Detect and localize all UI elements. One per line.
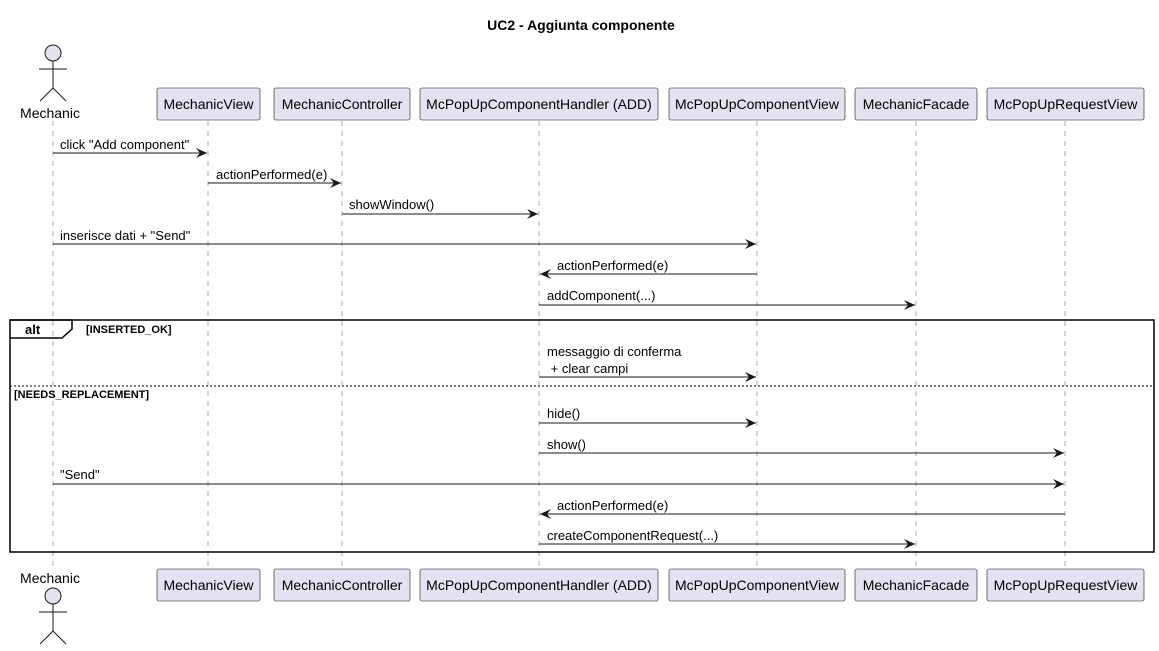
message-label: actionPerformed(e) <box>557 258 668 273</box>
message-label: createComponentRequest(...) <box>547 528 718 543</box>
message: actionPerformed(e) <box>540 258 757 279</box>
participant-label: MechanicView <box>163 96 254 112</box>
diagram-title: UC2 - Aggiunta componente <box>487 17 675 33</box>
participant-label: MechanicController <box>282 577 403 593</box>
participant-requestview: McPopUpRequestView <box>986 87 1145 121</box>
alt-guard-needs-replacement: [NEEDS_REPLACEMENT] <box>14 389 149 401</box>
participant-label: McPopUpComponentView <box>675 577 840 593</box>
message-label: show() <box>547 437 586 452</box>
message: actionPerformed(e) <box>208 167 341 188</box>
actor-stick-figure-icon <box>39 44 67 102</box>
message: createComponentRequest(...) <box>539 528 915 549</box>
message-label: showWindow() <box>349 197 434 212</box>
participant-label: McPopUpComponentHandler (ADD) <box>426 96 652 112</box>
participant-label: McPopUpRequestView <box>994 96 1139 112</box>
message-label: messaggio di conferma <box>547 344 682 359</box>
actor-name: Mechanic <box>20 105 80 121</box>
message-label: actionPerformed(e) <box>557 498 668 513</box>
message-label: actionPerformed(e) <box>216 167 327 182</box>
message-label: + clear campi <box>547 361 628 376</box>
actor-mechanic-bottom: Mechanic <box>20 570 80 645</box>
participant-label: McPopUpRequestView <box>994 577 1139 593</box>
alt-frame <box>9 319 1155 553</box>
message-label: click "Add component" <box>60 137 190 152</box>
participant-mechanicview: MechanicView <box>156 568 261 602</box>
participant-label: MechanicFacade <box>863 577 970 593</box>
message-label: "Send" <box>60 467 100 482</box>
alt-fragment: alt [INSERTED_OK] [NEEDS_REPLACEMENT] <box>9 319 1155 553</box>
message-label: inserisce dati + "Send" <box>60 228 191 243</box>
participants-bottom: MechanicView MechanicController McPopUpC… <box>156 568 1145 602</box>
message: click "Add component" <box>53 137 207 158</box>
participant-label: MechanicController <box>282 96 403 112</box>
message: show() <box>539 437 1064 458</box>
message: "Send" <box>53 467 1064 489</box>
message: inserisce dati + "Send" <box>53 228 756 249</box>
actor-name: Mechanic <box>20 570 80 586</box>
message: addComponent(...) <box>539 288 915 310</box>
participant-handler: McPopUpComponentHandler (ADD) <box>419 87 659 121</box>
participant-componentview: McPopUpComponentView <box>668 87 846 121</box>
actor-stick-figure-icon <box>39 587 67 645</box>
alt-tab <box>10 319 73 339</box>
participant-componentview: McPopUpComponentView <box>668 568 846 602</box>
participant-mechaniccontroller: MechanicController <box>273 87 411 121</box>
participant-label: McPopUpComponentHandler (ADD) <box>426 577 652 593</box>
participant-label: MechanicFacade <box>863 96 970 112</box>
message-label: hide() <box>547 406 580 421</box>
participant-facade: MechanicFacade <box>854 87 978 121</box>
message: showWindow() <box>342 197 538 219</box>
message-label: addComponent(...) <box>547 288 655 303</box>
participant-handler: McPopUpComponentHandler (ADD) <box>419 568 659 602</box>
participant-mechaniccontroller: MechanicController <box>273 568 411 602</box>
actor-mechanic-top: Mechanic <box>20 44 80 121</box>
participant-label: MechanicView <box>163 577 254 593</box>
participant-facade: MechanicFacade <box>854 568 978 602</box>
messages: click "Add component" actionPerformed(e)… <box>53 137 1065 549</box>
message: messaggio di conferma + clear campi <box>539 344 756 382</box>
alt-guard-inserted-ok: [INSERTED_OK] <box>86 324 172 336</box>
participants-top: MechanicView MechanicController McPopUpC… <box>156 87 1145 121</box>
message: hide() <box>539 406 756 428</box>
alt-keyword: alt <box>25 322 41 337</box>
lifelines <box>52 121 1066 568</box>
participant-label: McPopUpComponentView <box>675 96 840 112</box>
message: actionPerformed(e) <box>540 498 1065 519</box>
participant-requestview: McPopUpRequestView <box>986 568 1145 602</box>
participant-mechanicview: MechanicView <box>156 87 261 121</box>
